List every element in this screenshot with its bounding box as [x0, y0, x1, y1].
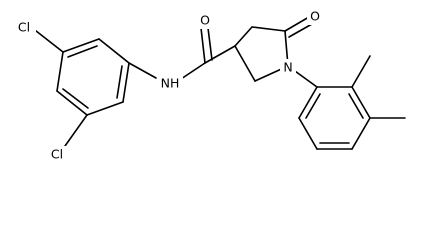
bond — [351, 86, 371, 119]
bond — [86, 101, 124, 116]
bond — [298, 86, 318, 119]
dichlorophenyl-ring — [56, 38, 130, 116]
atom-ring-n: N — [280, 59, 296, 75]
aromatic-bond-inner — [62, 88, 89, 109]
bond — [234, 45, 256, 82]
atom-label-amide-o: O — [200, 13, 210, 28]
aromatic-bond-inner — [67, 45, 98, 58]
atom-nh: NH — [157, 74, 183, 92]
atom-label-nh: NH — [161, 76, 180, 91]
ketone-bond — [284, 16, 310, 32]
bond-nh-carbonyl — [180, 62, 206, 80]
aromatic-bond-inner — [348, 93, 364, 119]
atom-label-ketone-o: O — [310, 9, 320, 24]
atom-cl-lower: Cl — [45, 146, 69, 162]
aromatic-bond-inner — [116, 65, 123, 99]
dimethylphenyl-ring — [298, 86, 371, 150]
bond — [62, 38, 100, 53]
carbonyl-bond — [200, 27, 206, 64]
chemical-structure-diagram: Cl Cl NH O O N — [12, 7, 406, 162]
atom-label-cl-upper: Cl — [18, 20, 30, 35]
atom-label-ring-n: N — [283, 60, 292, 75]
bond — [122, 62, 130, 103]
bond — [56, 90, 88, 116]
bond — [98, 38, 130, 64]
ketone-double-bond — [288, 23, 313, 38]
bond — [251, 26, 286, 32]
bond-to-cl-upper — [30, 26, 64, 53]
bond-carbonyl-ring — [204, 45, 236, 64]
atom-label-cl-lower: Cl — [51, 147, 63, 162]
bond — [298, 117, 318, 150]
atom-cl-upper: Cl — [12, 19, 36, 35]
aromatic-bond-inner — [305, 93, 321, 119]
bond — [351, 117, 371, 150]
bond — [56, 51, 64, 92]
carbonyl-double-bond — [207, 27, 213, 61]
atom-amide-o: O — [197, 11, 213, 29]
bond — [234, 26, 253, 47]
bond-to-cl-lower — [64, 114, 88, 147]
bond-to-nh — [128, 62, 157, 79]
methyl-bond-ortho — [351, 55, 371, 88]
atom-ketone-o: O — [307, 7, 323, 25]
